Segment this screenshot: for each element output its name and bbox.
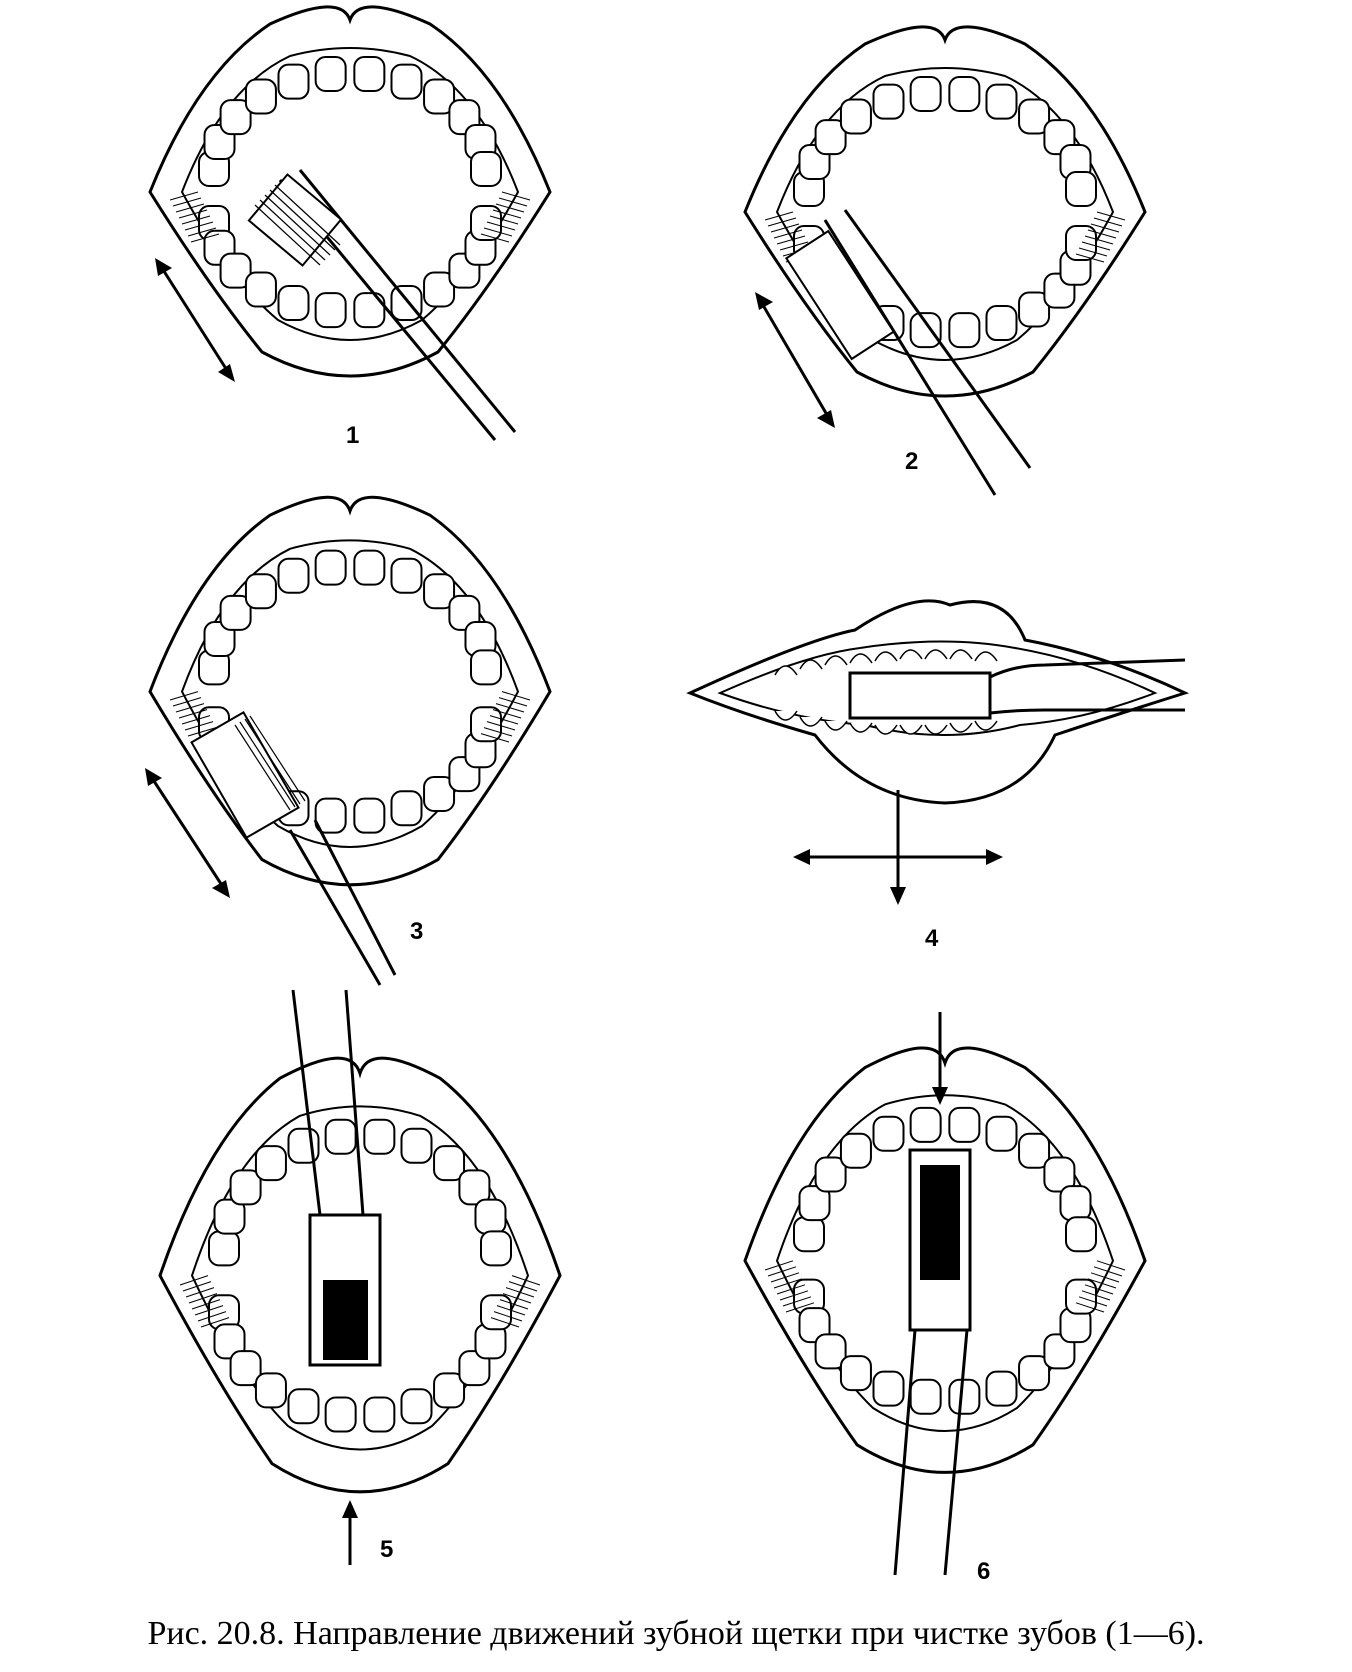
- mouth-illustration-4: [686, 599, 1190, 905]
- panel-3: 3: [140, 490, 580, 990]
- panel-4: 4: [685, 585, 1195, 965]
- toothbrush-2: [784, 209, 1032, 496]
- mouth-illustration-2: [743, 25, 1147, 496]
- figure-caption: Рис. 20.8. Направление движений зубной щ…: [147, 1615, 1205, 1652]
- toothbrush-5: [291, 989, 382, 1367]
- mouth-illustration-6: [743, 1012, 1147, 1576]
- mouth-illustration-3: [145, 495, 552, 986]
- motion-arrow-6: [932, 1012, 948, 1105]
- toothbrush-6: [893, 1148, 972, 1576]
- panel-2: 2: [743, 20, 1165, 500]
- motion-arrow-2: [755, 292, 835, 428]
- motion-arrow-1: [155, 258, 235, 382]
- motion-arrow-3: [145, 768, 230, 898]
- toothbrush-3: [190, 711, 397, 986]
- mouth-outline-1: [148, 5, 552, 378]
- panel-6: 6: [743, 1000, 1165, 1600]
- panel-number-3: 3: [410, 918, 424, 945]
- toothbrush-1: [247, 169, 517, 441]
- panel-number-2: 2: [905, 448, 919, 475]
- mouth-outline-2: [743, 25, 1147, 398]
- mouth-outline-3: [148, 495, 552, 887]
- panel-number-4: 4: [925, 925, 939, 952]
- mouth-illustration-5: [158, 989, 562, 1565]
- panel-5: 5: [158, 989, 580, 1590]
- mouth-illustration-1: [148, 5, 552, 441]
- panel-1: 1: [148, 0, 570, 448]
- panel-number-5: 5: [380, 1536, 394, 1563]
- motion-arrow-4: [793, 790, 1003, 905]
- panel-number-1: 1: [346, 422, 360, 449]
- motion-arrow-5: [342, 1500, 358, 1565]
- toothbrush-4: [848, 658, 1186, 720]
- panel-number-6: 6: [977, 1558, 991, 1585]
